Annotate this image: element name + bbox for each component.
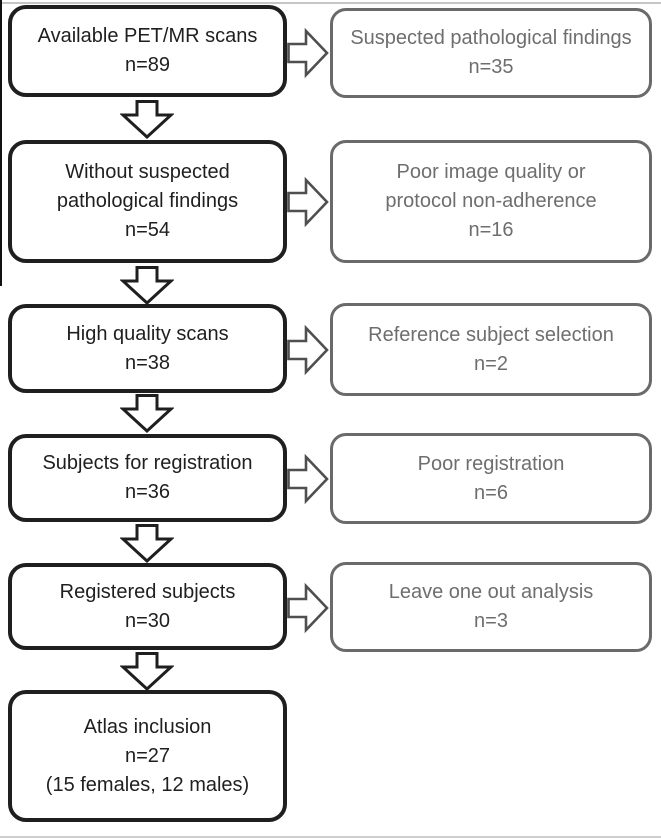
- box-count-line: n=89: [124, 54, 171, 76]
- box-text-line: Without suspected: [65, 161, 230, 183]
- box-count-line: n=36: [124, 481, 171, 503]
- flow-box-registered-subjects: Registered subjects n=30: [8, 563, 287, 650]
- down-arrow-icon: [119, 266, 175, 306]
- flow-box-leave-one-out-analysis: Leave one out analysis n=3: [330, 562, 652, 652]
- flow-box-poor-registration: Poor registration n=6: [330, 433, 652, 524]
- left-edge-line: [0, 0, 2, 286]
- box-text-line: Poor image quality or: [396, 161, 586, 183]
- flow-box-poor-image-quality: Poor image quality or protocol non-adher…: [330, 140, 652, 263]
- box-text-line: protocol non-adherence: [385, 190, 597, 212]
- box-count-line: n=38: [124, 351, 171, 374]
- flow-box-without-suspected-pathological-findings: Without suspected pathological findings …: [8, 140, 287, 263]
- box-text-line: Atlas inclusion: [83, 715, 212, 738]
- box-text-line: Subjects for registration: [42, 452, 253, 474]
- box-count-line: n=3: [474, 610, 508, 632]
- down-arrow-icon: [119, 100, 175, 140]
- box-count-line: n=6: [474, 481, 508, 504]
- box-text-line: Available PET/MR scans: [37, 25, 258, 47]
- right-arrow-icon: [287, 582, 329, 634]
- down-arrow-icon: [119, 652, 175, 692]
- right-arrow-icon: [287, 27, 329, 79]
- box-count-line: n=2: [474, 352, 508, 375]
- down-arrow-icon: [119, 394, 175, 434]
- box-text-line: High quality scans: [66, 322, 229, 345]
- box-count-line: n=35: [468, 56, 514, 78]
- box-count-line: n=27: [124, 744, 171, 767]
- box-text-line: Registered subjects: [59, 580, 236, 603]
- box-count-line: n=54: [124, 219, 171, 241]
- bottom-frame-line: [0, 836, 661, 838]
- flow-box-subjects-for-registration: Subjects for registration n=36: [8, 434, 287, 522]
- down-arrow-icon: [119, 524, 175, 564]
- box-text-line: (15 females, 12 males): [45, 773, 250, 796]
- right-arrow-icon: [287, 176, 329, 228]
- box-text-line: Poor registration: [417, 452, 565, 475]
- flow-box-atlas-inclusion: Atlas inclusion n=27 (15 females, 12 mal…: [8, 690, 287, 822]
- flow-box-reference-subject-selection: Reference subject selection n=2: [330, 303, 652, 396]
- box-text-line: Suspected pathological findings: [350, 27, 632, 49]
- right-arrow-icon: [287, 324, 329, 376]
- box-text-line: pathological findings: [56, 190, 239, 212]
- box-count-line: n=16: [468, 219, 514, 241]
- top-frame-line: [0, 2, 661, 4]
- right-arrow-icon: [287, 453, 329, 505]
- box-text-line: Reference subject selection: [368, 323, 614, 346]
- box-text-line: Leave one out analysis: [388, 581, 594, 603]
- flow-box-available-pet-mr-scans: Available PET/MR scans n=89: [8, 5, 287, 97]
- box-count-line: n=30: [124, 609, 171, 632]
- flow-box-high-quality-scans: High quality scans n=38: [8, 304, 287, 393]
- flow-box-suspected-pathological-findings: Suspected pathological findings n=35: [330, 8, 652, 98]
